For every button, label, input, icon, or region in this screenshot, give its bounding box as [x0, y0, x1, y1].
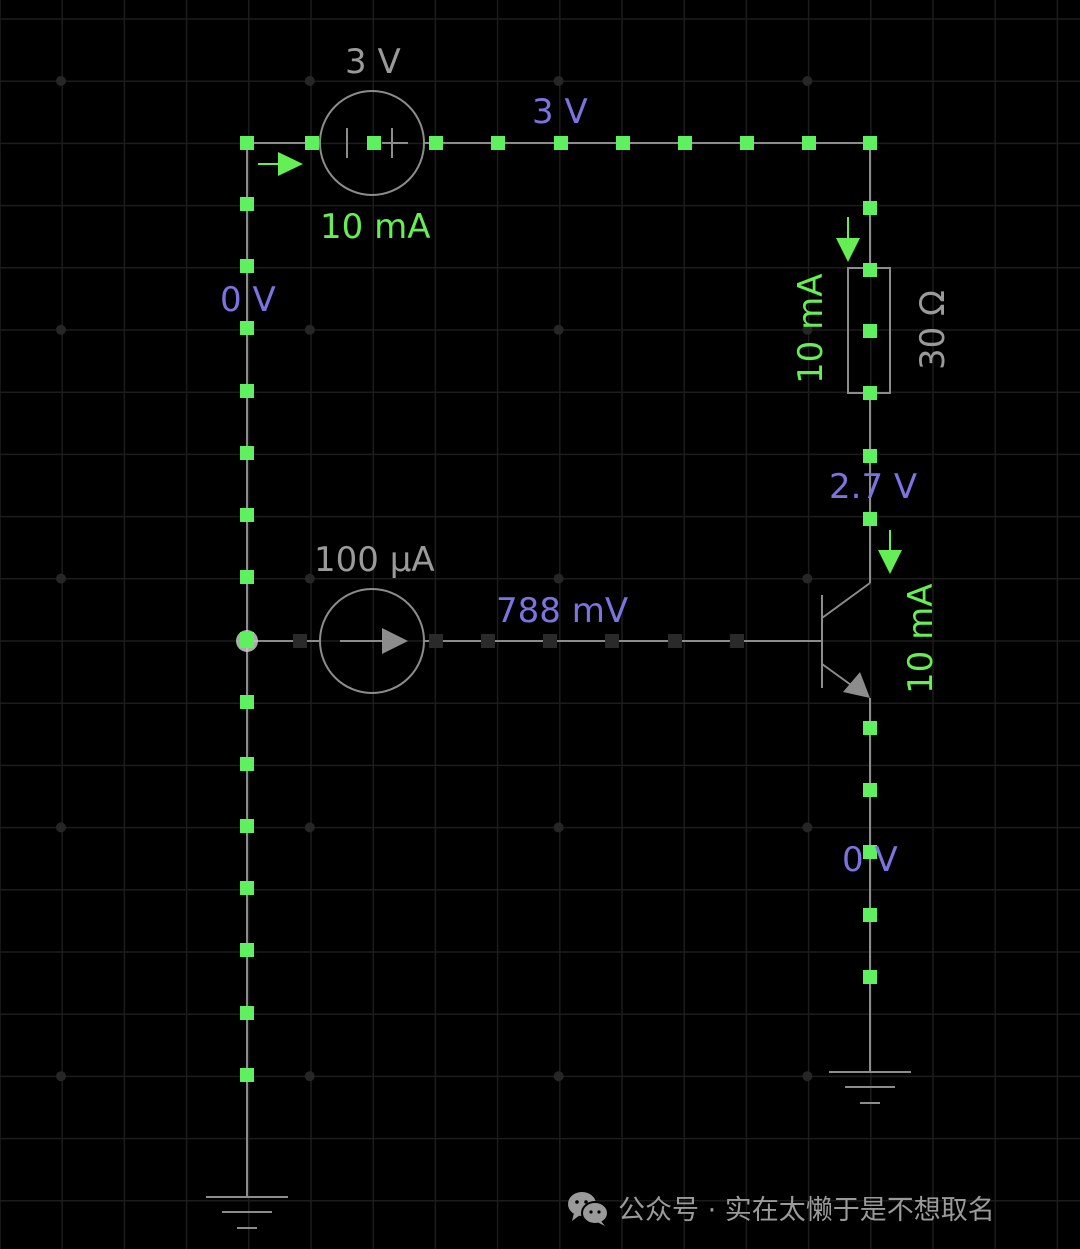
current-dot — [863, 783, 877, 797]
node-voltage-base: 788 mV — [496, 591, 629, 631]
grid-dot — [553, 324, 564, 335]
current-dot — [863, 512, 877, 526]
grid-dot — [553, 76, 564, 86]
transistor-current: 10 mA — [901, 583, 941, 694]
current-dot — [367, 136, 381, 150]
current-dot — [616, 136, 630, 150]
current-dot — [240, 384, 254, 398]
current-dot — [863, 845, 877, 859]
current-dot — [240, 757, 254, 771]
current-dot — [240, 136, 254, 150]
current-dot — [863, 201, 877, 215]
grid-dot — [304, 76, 315, 86]
current-dot — [678, 136, 692, 150]
current-dot — [240, 446, 254, 460]
current-dot — [429, 634, 443, 648]
current-dot — [240, 259, 254, 273]
current-dot — [305, 136, 319, 150]
grid-dot — [56, 1071, 66, 1082]
wires — [246, 142, 871, 1198]
current-dot — [293, 634, 307, 648]
grid-dot — [553, 1071, 564, 1082]
current-source[interactable] — [319, 588, 425, 694]
current-dot — [730, 634, 744, 648]
grid-dot — [304, 324, 315, 335]
grid-dot — [553, 573, 564, 584]
current-dot — [863, 908, 877, 922]
voltage-source[interactable] — [319, 90, 425, 196]
current-dot — [863, 449, 877, 463]
node-voltage-top-rail: 3 V — [532, 92, 588, 132]
current-dot — [240, 695, 254, 709]
current-source-value: 100 µA — [314, 540, 435, 580]
current-dot — [863, 263, 877, 277]
node-voltage-emitter: 0 V — [842, 840, 898, 880]
watermark-text: 公众号 · 实在太懒于是不想取名 — [618, 1195, 995, 1226]
current-dot — [240, 881, 254, 895]
current-dot — [863, 970, 877, 984]
grid-dot — [304, 1071, 315, 1082]
current-arrow-down-icon — [878, 530, 902, 574]
current-dot — [240, 819, 254, 833]
voltage-source-value: 3 V — [345, 42, 401, 82]
grid-dot — [56, 573, 66, 584]
current-dot — [240, 1068, 254, 1082]
grid-dot — [802, 324, 813, 335]
emitter-arrow-icon — [843, 672, 870, 698]
current-dot — [240, 943, 254, 957]
collector-leg — [821, 582, 871, 619]
current-dot — [240, 508, 254, 522]
current-flow-dots — [240, 136, 877, 1082]
current-dot — [240, 321, 254, 335]
node-voltage-collector: 2.7 V — [829, 467, 918, 507]
grid-dot — [802, 573, 813, 584]
ground-right[interactable] — [829, 1071, 911, 1104]
current-dot — [802, 136, 816, 150]
grid-dot — [802, 1071, 813, 1082]
current-dot — [240, 634, 254, 648]
watermark: 公众号 · 实在太懒于是不想取名 — [566, 1188, 995, 1227]
current-dot — [668, 634, 682, 648]
current-dot — [863, 324, 877, 338]
current-dot — [240, 197, 254, 211]
current-dot — [605, 634, 619, 648]
current-arrow-icon — [258, 152, 303, 176]
grid-dot — [553, 822, 564, 833]
npn-transistor[interactable] — [821, 582, 871, 698]
grid-dot — [304, 573, 315, 584]
current-dot — [543, 634, 557, 648]
resistor-value: 30 Ω — [913, 289, 953, 371]
ground-left[interactable] — [206, 1196, 288, 1229]
node-voltage-left-rail: 0 V — [220, 280, 276, 320]
current-dot — [240, 1006, 254, 1020]
current-dot — [863, 386, 877, 400]
voltage-source-current: 10 mA — [320, 207, 431, 247]
current-dot — [429, 136, 443, 150]
grid-dot — [56, 822, 66, 833]
current-source-arrow-icon — [382, 628, 408, 654]
current-dot — [863, 721, 877, 735]
current-dot — [863, 136, 877, 150]
grid-dot — [802, 76, 813, 86]
grid-dot — [56, 324, 66, 335]
wechat-icon — [568, 1191, 609, 1226]
current-dot — [740, 136, 754, 150]
current-dot — [240, 570, 254, 584]
resistor-current: 10 mA — [791, 273, 831, 384]
grid-dot — [802, 822, 813, 833]
grid-dot — [56, 76, 66, 86]
current-dot — [481, 634, 495, 648]
current-dot — [554, 136, 568, 150]
grid-dot — [304, 822, 315, 833]
current-arrow-down-icon — [836, 217, 860, 262]
current-dot — [491, 136, 505, 150]
